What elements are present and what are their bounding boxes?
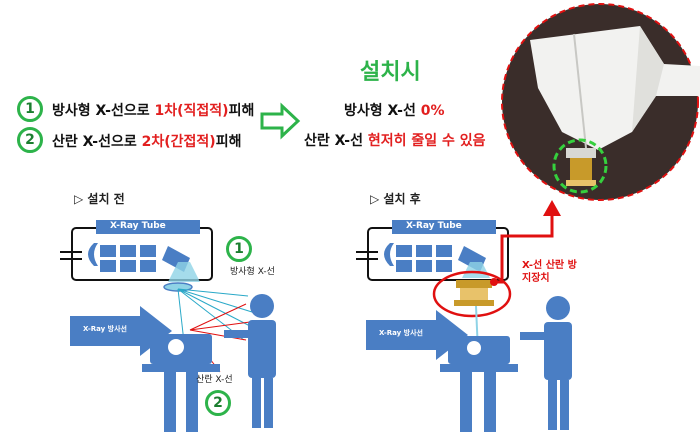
before-caption: ▷ 설치 전 [74,192,125,206]
legend-suffix-2: 피해 [215,134,242,150]
legend-badge-2: 2 [17,127,43,153]
legend-badge-1: 1 [17,96,43,122]
after-diagram [356,200,572,432]
before-ray-source-label: X-Ray 방사선 [83,325,127,333]
legend-item-2: 산란 X-선으로 2차(간접적)피해 [52,131,241,151]
result-line-2: 산란 X-선 현저히 줄일 수 있음 [304,130,486,150]
after-tube-label: X-Ray Tube [406,221,462,231]
before-scatter-badge: 2 [205,390,231,416]
result-value-1: 0% [420,103,445,119]
page-title: 설치시 [360,60,421,85]
before-tube-label: X-Ray Tube [110,221,166,231]
connector-arrow [494,214,554,284]
device-highlight-ring [432,270,512,318]
before-scatter-label: 산란 X-선 [196,375,233,385]
result-value-2: 현저히 줄일 수 있음 [367,133,486,149]
result-line-1: 방사형 X-선 0% [344,100,445,120]
device-label-line1: X-선 산란 방 [522,260,577,271]
person-figure [224,294,276,428]
legend-highlight-2: 2차(간접적) [141,134,216,150]
legend-text-2: 산란 X-선으로 [52,134,137,150]
before-radial-label: 방사형 X-선 [230,267,275,277]
legend-text-1: 방사형 X-선으로 [52,103,150,119]
person-figure-after [520,296,572,430]
tube-label-box [96,220,200,234]
beam-cone [168,262,200,282]
device-photo [501,3,700,201]
legend-item-1: 방사형 X-선으로 1차(직접적)피해 [52,100,254,120]
hollow-right-arrow-icon [260,102,301,140]
ray-source-arrow [70,306,172,356]
after-ray-source-label: X-Ray 방사선 [379,329,423,337]
cathode-icon [88,243,98,266]
legend-suffix-1: 피해 [228,103,255,119]
legend-highlight-1: 1차(직접적) [154,103,229,119]
scatter-shield-device [454,280,494,306]
before-radial-badge: 1 [226,236,252,262]
device-dashed-ring [552,138,608,194]
result-text-2: 산란 X-선 [304,133,363,149]
device-label-line2: 지장치 [522,273,550,284]
before-diagram [60,220,276,432]
after-caption: ▷ 설치 후 [370,192,421,206]
result-text-1: 방사형 X-선 [344,103,416,119]
